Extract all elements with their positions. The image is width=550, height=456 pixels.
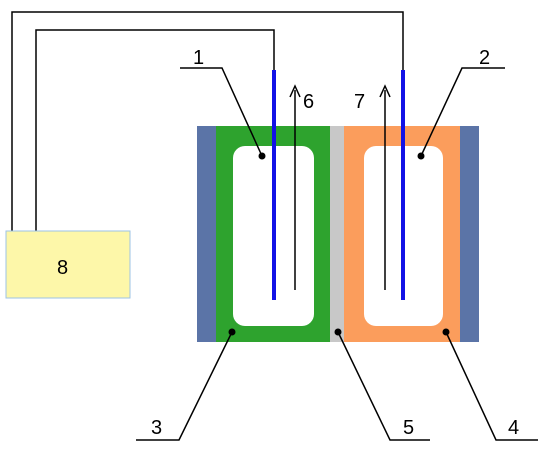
leader-3-dot — [228, 328, 236, 336]
label-electrode-right: 2 — [479, 47, 490, 69]
leader-4 — [445, 331, 538, 441]
label-chamber-left: 3 — [151, 417, 162, 439]
leader-1 — [180, 67, 263, 157]
leader-2 — [420, 67, 505, 157]
end-plate-right — [459, 126, 479, 342]
end-plate-left — [197, 126, 217, 342]
outlet-arrow-right-head — [379, 84, 391, 98]
label-outlet-left: 6 — [303, 91, 314, 113]
power-source-box — [5, 230, 131, 299]
membrane — [330, 126, 344, 342]
leader-3 — [136, 331, 233, 441]
label-electrode-left: 1 — [193, 47, 204, 69]
label-power-source: 8 — [57, 257, 68, 279]
label-outlet-right: 7 — [354, 91, 365, 113]
label-chamber-right: 4 — [508, 417, 519, 439]
leader-5 — [337, 331, 430, 441]
leader-5-dot — [334, 328, 342, 336]
wire-left — [35, 29, 275, 231]
leader-2-dot — [417, 152, 425, 160]
label-membrane: 5 — [403, 417, 414, 439]
leader-4-dot — [442, 328, 450, 336]
leader-1-dot — [258, 152, 266, 160]
wire-right — [11, 11, 404, 231]
outlet-arrow-left-head — [289, 84, 301, 98]
